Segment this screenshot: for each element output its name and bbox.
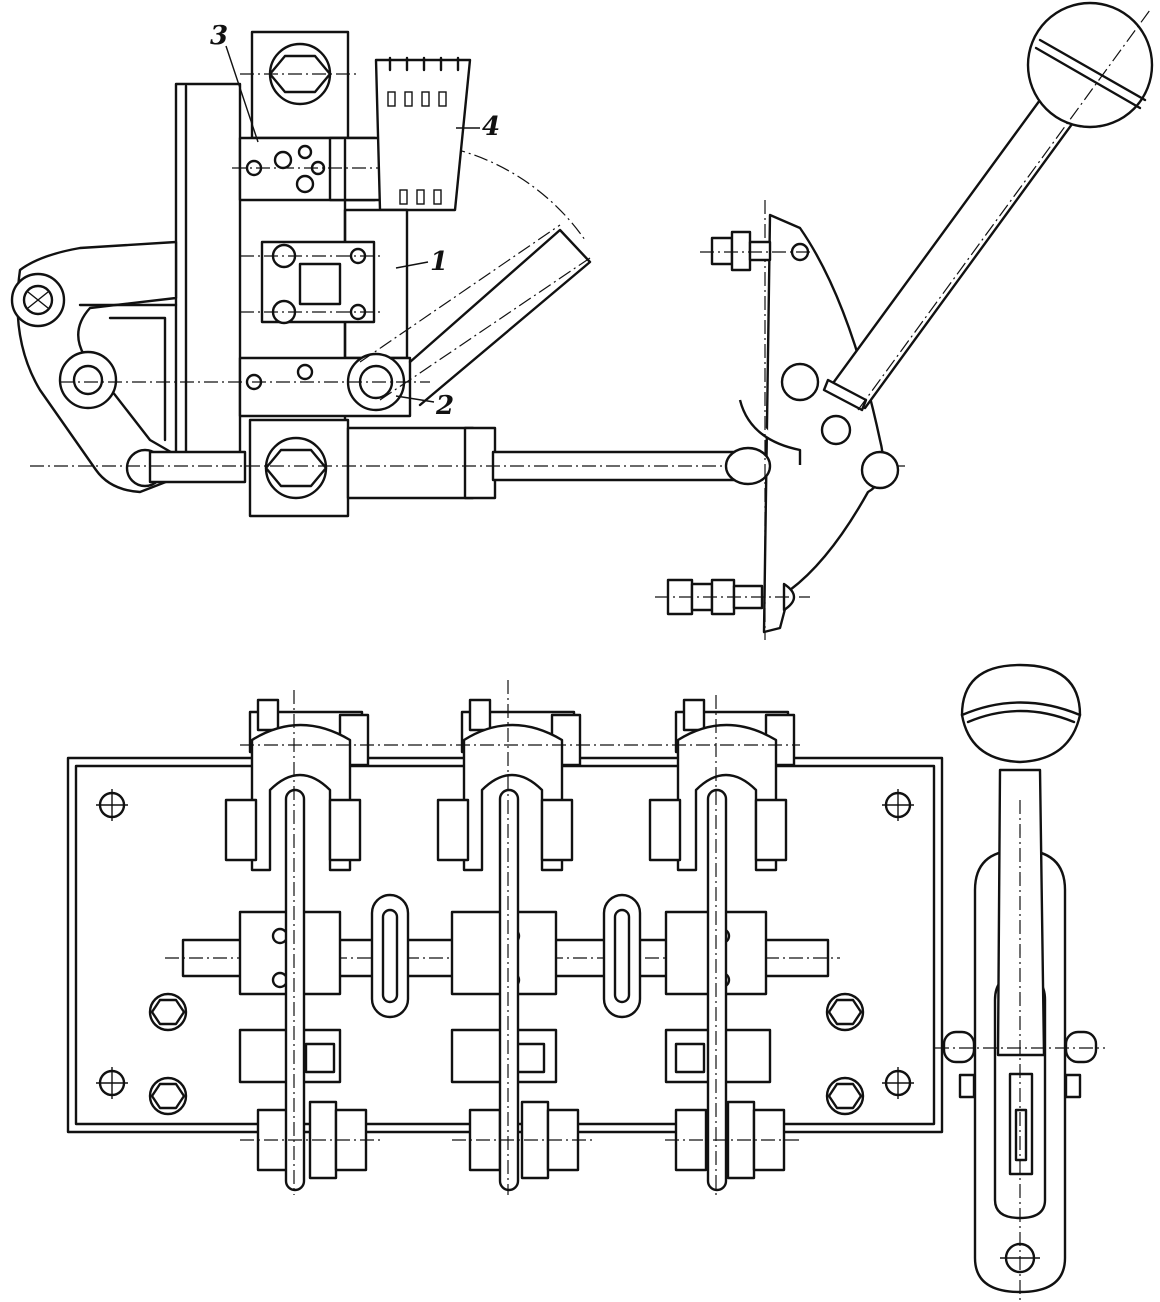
handle-mount-bolt-upper (700, 230, 820, 272)
pole-1 (224, 690, 380, 1195)
callout-4: 4 (482, 112, 500, 142)
callout-4-group: 4 (456, 112, 500, 142)
mounting-holes (96, 789, 914, 1116)
operating-rod (346, 426, 475, 500)
pole-2-blade (498, 788, 520, 1192)
shaft-insulator-left (370, 893, 410, 1019)
callout-2-group: 2 (395, 391, 454, 421)
handle-mount-bolt-lower (655, 578, 810, 616)
callout-2: 2 (435, 391, 454, 421)
callout-3: 3 (210, 21, 228, 51)
side-view: 3 4 1 2 (10, 1, 1154, 640)
callout-1-group: 1 (395, 247, 448, 277)
pole-1-blade (284, 788, 306, 1192)
pole-2 (436, 680, 595, 1195)
shaft-insulator-right (602, 893, 642, 1019)
callout-1: 1 (430, 247, 448, 277)
front-view (66, 663, 1105, 1300)
pivot-lower (58, 350, 118, 410)
link-rod (148, 450, 247, 484)
arc-chute (374, 58, 472, 212)
handle-ball (1026, 1, 1154, 129)
blade-open-position (359, 224, 591, 401)
callout-3-group: 3 (210, 21, 259, 143)
pole-3-blade (706, 788, 728, 1192)
handle-lever (826, 98, 1077, 410)
handle-front-lever (996, 768, 1046, 1057)
handle-front-knob (960, 663, 1082, 764)
handle-front-view (935, 663, 1105, 1300)
pole-3 (648, 695, 800, 1195)
